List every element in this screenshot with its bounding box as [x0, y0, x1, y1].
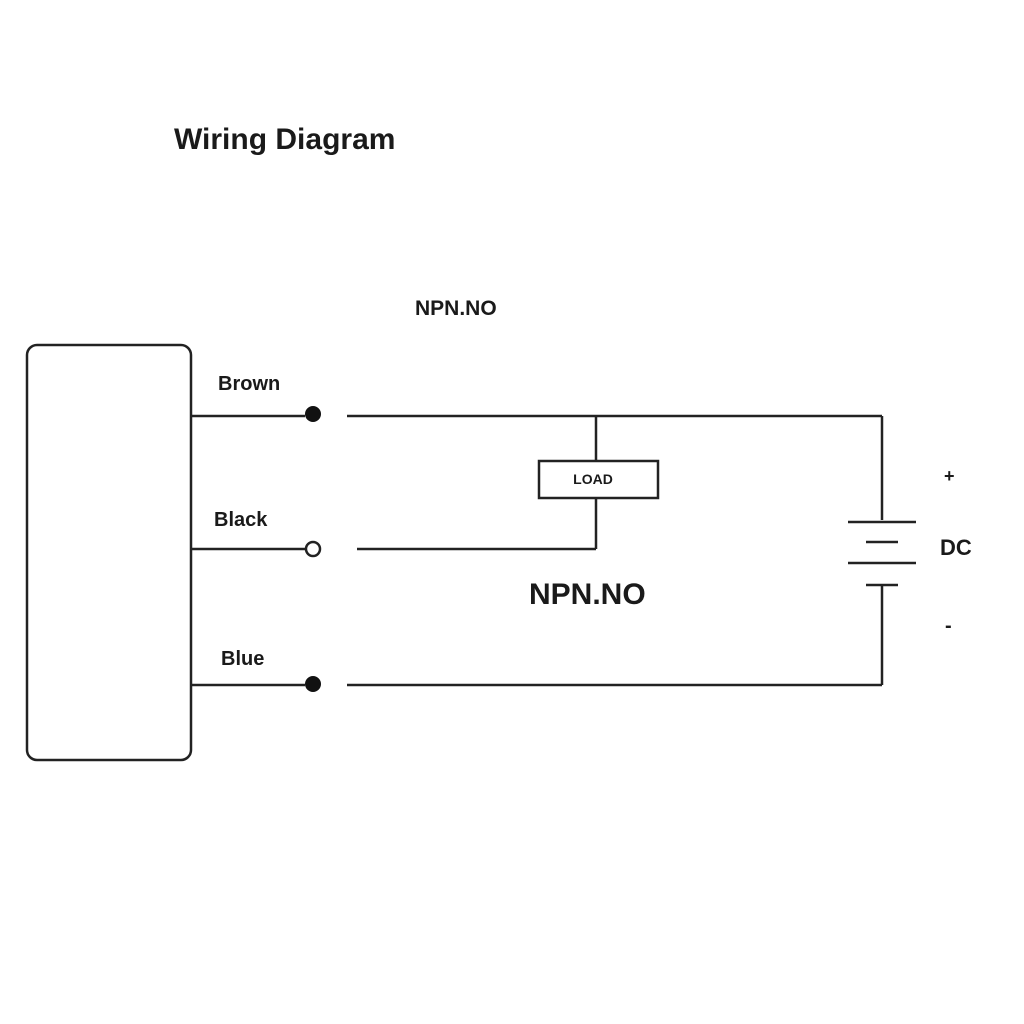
supply-label: DC [940, 535, 972, 560]
wire-label-brown: Brown [218, 373, 280, 395]
supply-plus: + [944, 466, 955, 486]
supply-minus: - [945, 615, 952, 637]
sensor-body [25, 343, 193, 762]
diagram-subtitle: NPN.NO [415, 297, 497, 320]
black-terminal [304, 540, 322, 558]
center-label: NPN.NO [529, 578, 646, 611]
load-label: LOAD [573, 471, 613, 487]
load-box [537, 459, 660, 500]
brown-terminal [305, 406, 321, 422]
diagram-title: Wiring Diagram [174, 123, 395, 156]
wire-label-blue: Blue [221, 648, 264, 670]
wire-label-black: Black [214, 509, 268, 531]
blue-terminal [305, 676, 321, 692]
